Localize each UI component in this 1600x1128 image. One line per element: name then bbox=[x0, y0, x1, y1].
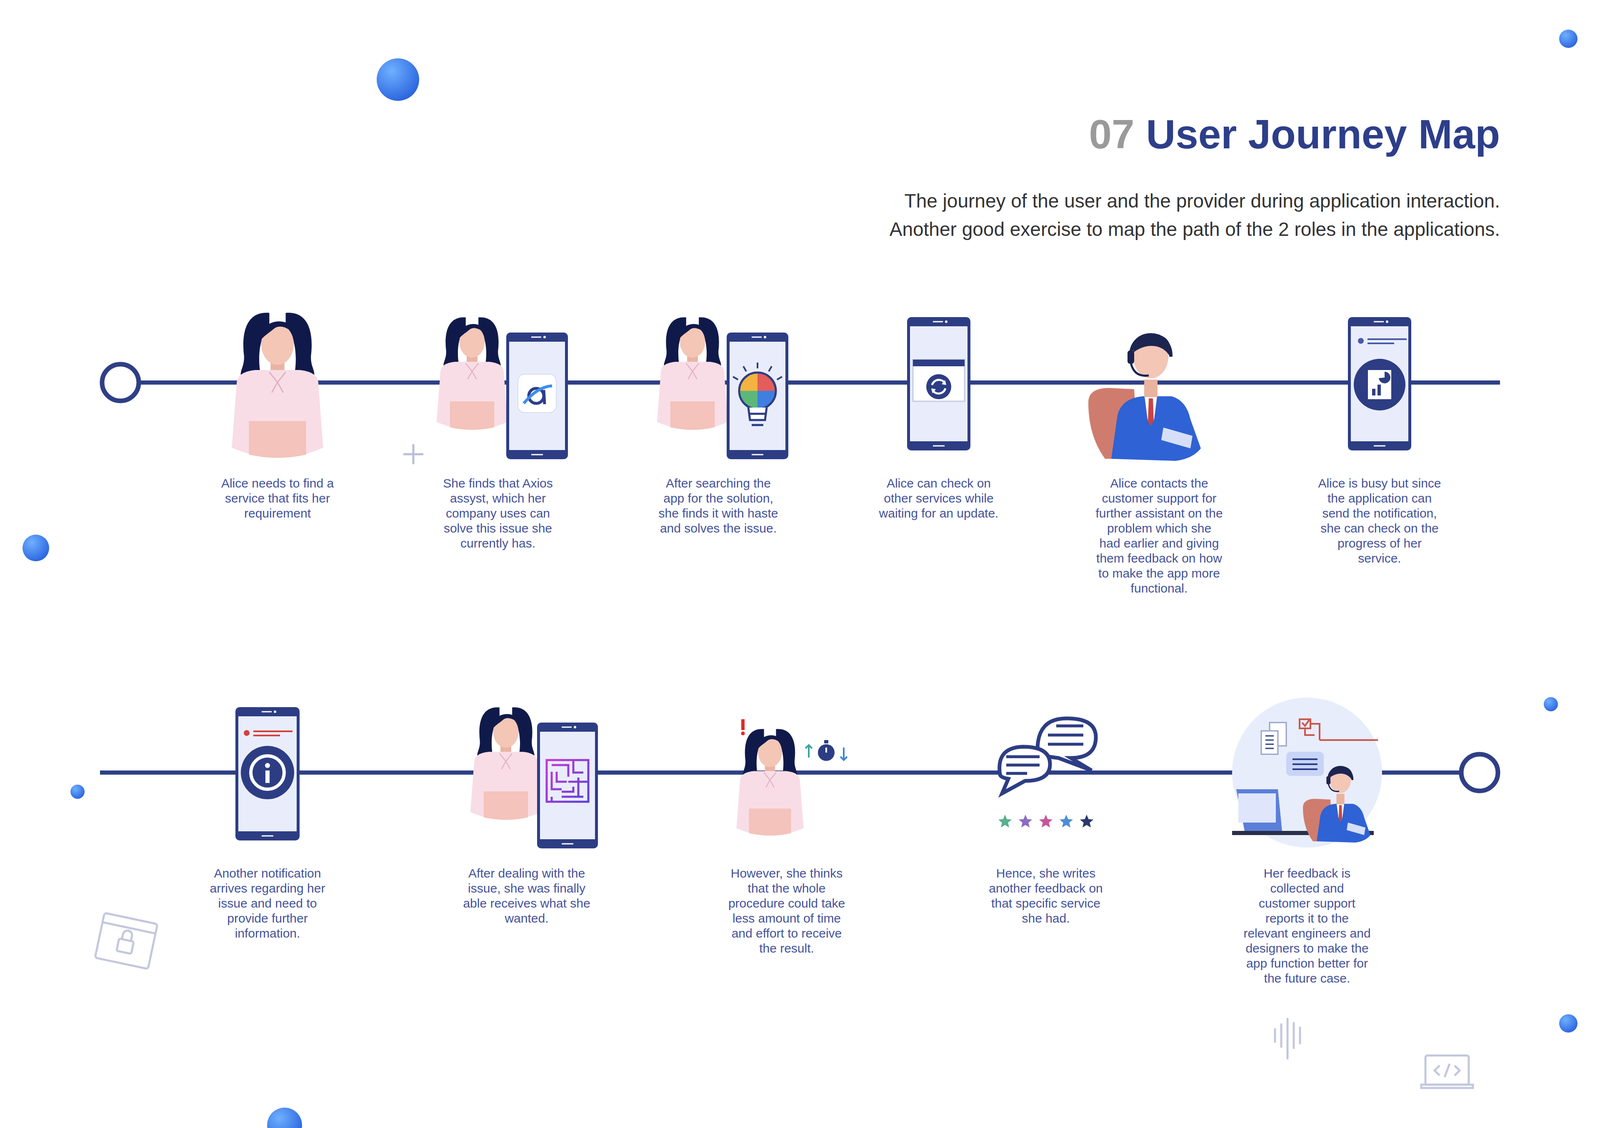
refresh-window-icon bbox=[912, 359, 965, 402]
laptop-code-icon bbox=[1421, 1055, 1473, 1088]
step-illustration bbox=[431, 307, 565, 475]
timeline-segment bbox=[1005, 380, 1093, 385]
step-description: Hence, she writes another feedback on th… bbox=[982, 865, 1110, 926]
phone bbox=[1347, 317, 1412, 451]
maze-icon bbox=[546, 760, 589, 802]
exclamation-mark bbox=[741, 719, 745, 736]
timeline-segment bbox=[344, 380, 432, 385]
step-description: After searching the app for the solution… bbox=[654, 475, 783, 536]
step-description: Alice can check on other services while … bbox=[875, 475, 1003, 521]
step-illustration bbox=[651, 307, 785, 475]
section-number: 07 bbox=[1088, 109, 1135, 160]
report-icon bbox=[1353, 358, 1406, 411]
step-illustration bbox=[979, 697, 1113, 865]
timeline-segment bbox=[593, 770, 720, 775]
stopwatch-icon bbox=[805, 740, 848, 761]
step-illustration bbox=[872, 307, 1006, 475]
support-agent bbox=[1088, 334, 1201, 461]
plus-sign bbox=[403, 444, 424, 465]
chat-bubbles bbox=[999, 718, 1096, 794]
heading: 07User Journey Map bbox=[1088, 109, 1500, 160]
journey-step: Alice contacts the customer support for … bbox=[1092, 307, 1226, 596]
timeline-segment bbox=[1225, 380, 1313, 385]
journey-step: Alice needs to find a service that fits … bbox=[210, 307, 345, 521]
step-illustration bbox=[1240, 697, 1374, 865]
step-illustration bbox=[200, 697, 335, 865]
journey-step: However, she thinks that the whole proce… bbox=[720, 697, 854, 956]
journey-step: Alice can check on other services while … bbox=[872, 307, 1006, 521]
lock-browser-icon bbox=[95, 912, 158, 970]
step-description: Her feedback is collected and customer s… bbox=[1243, 865, 1371, 986]
caption: The journey of the user and the provider… bbox=[845, 186, 1500, 244]
blue-dots bbox=[22, 29, 1578, 1128]
support-scene bbox=[1232, 697, 1383, 848]
step-description: However, she thinks that the whole proce… bbox=[722, 865, 851, 956]
step-description: Another notification arrives regarding h… bbox=[203, 865, 332, 941]
timeline-segment bbox=[564, 380, 652, 385]
woman-figure bbox=[657, 317, 728, 430]
bulb-icon bbox=[732, 362, 783, 425]
step-illustration bbox=[1092, 307, 1226, 475]
timeline-segment bbox=[1112, 770, 1241, 775]
journey-step: Alice is busy but since the application … bbox=[1312, 307, 1447, 566]
timeline-segment bbox=[785, 380, 873, 385]
journey-step: Another notification arrives regarding h… bbox=[200, 697, 335, 941]
woman-figure bbox=[436, 317, 508, 430]
woman-figure bbox=[470, 707, 542, 820]
timeline-segment bbox=[853, 770, 980, 775]
support-agent bbox=[1302, 766, 1371, 843]
step-description: After dealing with the issue, she was fi… bbox=[462, 865, 591, 926]
phone bbox=[506, 332, 568, 460]
step-illustration bbox=[210, 307, 345, 475]
step-description: Alice is busy but since the application … bbox=[1315, 475, 1444, 566]
journey-step: After searching the app for the solution… bbox=[651, 307, 785, 536]
journey-step: She finds that Axios assyst, which her c… bbox=[431, 307, 565, 551]
phone bbox=[235, 707, 300, 841]
woman-figure bbox=[736, 728, 804, 836]
step-description: Alice contacts the customer support for … bbox=[1095, 475, 1223, 596]
journey-step: After dealing with the issue, she was fi… bbox=[460, 697, 594, 926]
phone bbox=[907, 317, 971, 451]
title: User Journey Map bbox=[1145, 109, 1500, 160]
app-logo bbox=[517, 374, 557, 413]
phone bbox=[726, 332, 789, 460]
info-icon bbox=[240, 745, 295, 800]
step-illustration bbox=[720, 697, 854, 865]
step-illustration bbox=[460, 697, 594, 865]
journey-step: Her feedback is collected and customer s… bbox=[1240, 697, 1374, 986]
rating-stars bbox=[998, 814, 1094, 828]
timeline-segment bbox=[334, 770, 460, 775]
step-description: Alice needs to find a service that fits … bbox=[213, 475, 342, 521]
step-description: She finds that Axios assyst, which her c… bbox=[434, 475, 562, 551]
woman-figure bbox=[231, 312, 324, 458]
sound-bars bbox=[1275, 1018, 1300, 1059]
phone bbox=[537, 722, 598, 849]
step-illustration bbox=[1312, 307, 1447, 475]
journey-step: Hence, she writes another feedback on th… bbox=[979, 697, 1113, 926]
